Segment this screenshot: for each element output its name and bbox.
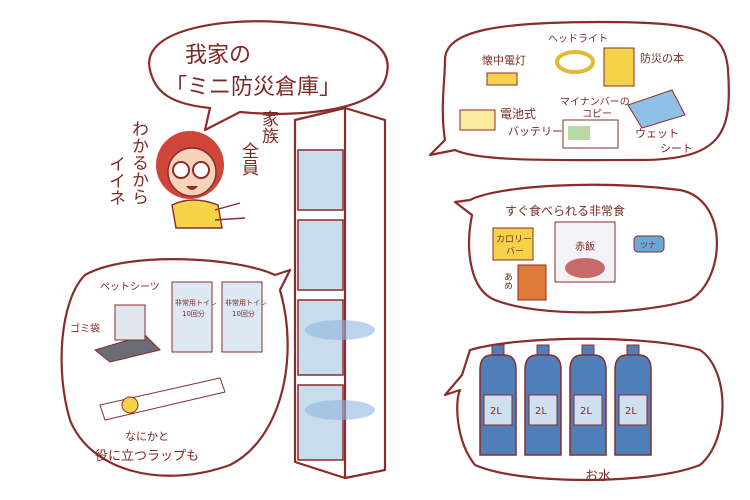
label-garbage-bags: ゴミ袋 <box>70 322 100 335</box>
food-heading: すぐ食べられる非常食 <box>505 203 625 218</box>
label-headlight: ヘッドライト <box>548 33 608 45</box>
wet-sheet-icon <box>627 89 686 129</box>
tools-bubble: 懐中電灯 ヘッドライト 防災の本 電池式 バッテリー マイナンバーの コピー ウ… <box>428 20 730 162</box>
label-battery-2: バッテリー <box>508 125 563 138</box>
bottle-label: 2L <box>580 406 592 417</box>
label-wrap-1: なにかと <box>125 430 169 443</box>
label-pet-sheets: ペットシーツ <box>100 282 160 293</box>
headlight-icon <box>555 50 595 74</box>
label-wrap-2: 役に立つラップも <box>95 449 199 464</box>
bottle-label: 2L <box>490 406 502 417</box>
bottle-label: 2L <box>535 406 547 417</box>
title-bubble: 我家の 「ミニ防災倉庫」 <box>148 20 389 132</box>
title-line1: 我家の <box>185 43 251 68</box>
label-battery-1: 電池式 <box>500 107 536 121</box>
water-bottle: 2L <box>524 344 562 456</box>
water-bottle: 2L <box>569 344 607 456</box>
water-bottle: 2L <box>479 344 517 456</box>
battery-icon <box>459 109 496 131</box>
label-mynumber-2: コピー <box>582 108 612 120</box>
book-icon <box>603 47 635 87</box>
label-book: 防災の本 <box>640 51 684 65</box>
label-wet-1: ウェット <box>635 127 679 140</box>
tuna-can-icon <box>633 235 665 253</box>
emergency-toilet-packs: 非常用トイレ 10回分 非常用トイレ 10回分 <box>171 281 267 353</box>
label-wet-2: シート <box>660 142 693 155</box>
text-zenin: 全員 <box>238 142 259 176</box>
label-water: お水 <box>585 469 611 484</box>
label-calorie-2: バー <box>506 246 524 257</box>
label-sekihan: 赤飯 <box>575 240 595 253</box>
pet-sheet-icon <box>114 304 146 341</box>
calorie-bar-icon <box>492 227 534 261</box>
storage-drawer-unit <box>293 106 387 480</box>
water-bottle: 2L <box>614 344 652 456</box>
label-candy: あめ <box>502 272 513 290</box>
water-bubble: 2L 2L 2L 2L お水 <box>443 337 724 484</box>
text-kazoku: 家族 <box>258 110 279 144</box>
label-can: ツナ <box>640 241 656 250</box>
text-wakarukara: わかるから <box>128 120 148 205</box>
flashlight-icon <box>486 72 518 86</box>
misc-bubble: ペットシーツ ゴミ袋 非常用トイレ 10回分 非常用トイレ 10回分 なにかと … <box>60 258 292 477</box>
label-flashlight: 懐中電灯 <box>482 53 526 67</box>
label-toilet-2b: 10回分 <box>232 309 255 318</box>
food-bubble: すぐ食べられる非常食 カロリー バー あめ 赤飯 ツナ <box>453 183 718 314</box>
label-toilet-2: 10回分 <box>182 309 205 318</box>
bottle-label: 2L <box>625 406 637 417</box>
woman-character: 家族 全員 わかるから イイネ <box>105 110 279 229</box>
text-iine: イイネ <box>105 155 125 206</box>
label-toilet-1: 非常用トイレ <box>175 298 217 307</box>
label-mynumber-1: マイナンバーの <box>560 96 630 108</box>
wrap-box-icon <box>99 377 226 421</box>
title-line2: 「ミニ防災倉庫」 <box>165 75 341 100</box>
label-calorie-1: カロリー <box>496 234 532 245</box>
label-toilet-1b: 非常用トイレ <box>225 298 267 307</box>
candy-icon <box>517 264 547 301</box>
